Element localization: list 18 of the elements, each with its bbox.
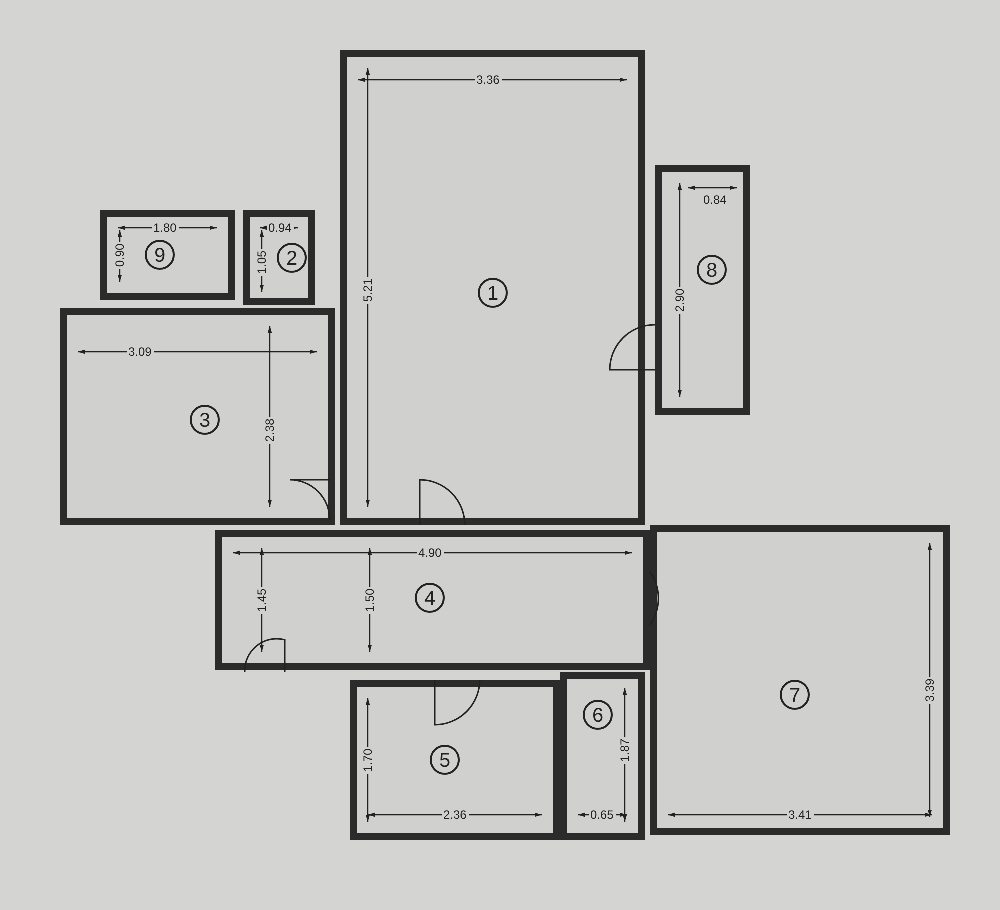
room-outline bbox=[215, 530, 650, 670]
room-outline bbox=[243, 210, 315, 305]
room-outline bbox=[560, 672, 645, 840]
room-number: 3 bbox=[190, 405, 220, 435]
room-outline bbox=[340, 50, 645, 525]
room-outline bbox=[100, 210, 235, 300]
room-number: 6 bbox=[583, 700, 613, 730]
room-outline bbox=[655, 165, 750, 415]
room-number: 9 bbox=[145, 240, 175, 270]
room-number: 8 bbox=[697, 255, 727, 285]
room-number: 7 bbox=[780, 680, 810, 710]
room-number: 2 bbox=[277, 243, 307, 273]
room-outline bbox=[650, 525, 950, 835]
room-number: 4 bbox=[415, 583, 445, 613]
room-number: 1 bbox=[478, 278, 508, 308]
room-number: 5 bbox=[430, 745, 460, 775]
room-outline bbox=[60, 308, 335, 525]
room-outline bbox=[350, 680, 560, 840]
